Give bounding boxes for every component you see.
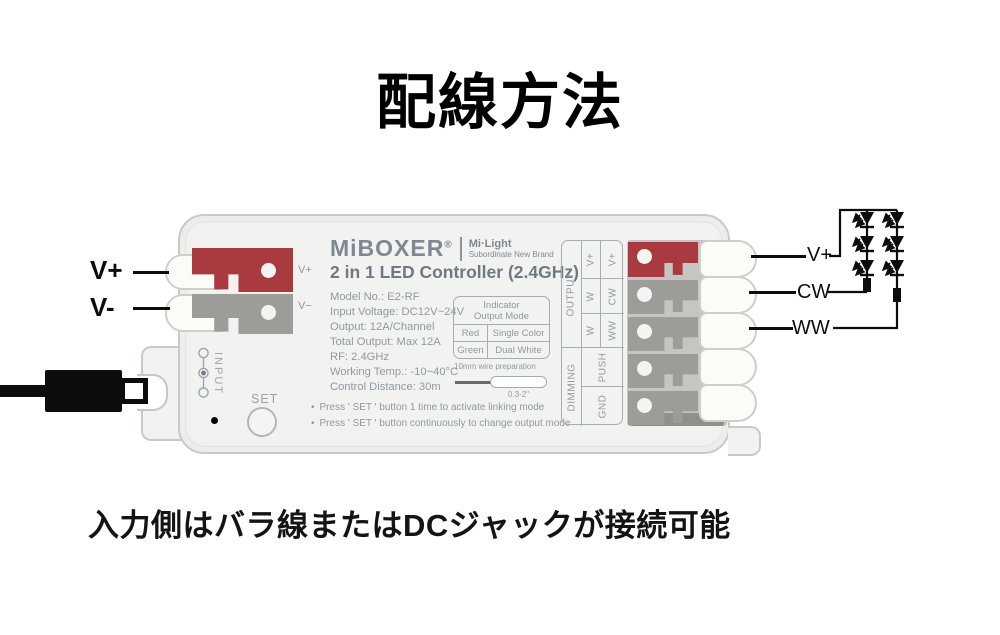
set-button-label: SET [251,392,279,406]
terminal-cell: WW [606,320,618,341]
indicator-row: Red Single Color [454,325,549,341]
output-dimming-panel: OUTPUT DIMMING V+ V+ W CW W WW PUSH GND [561,240,624,426]
indicator-color: Red [454,325,488,341]
output-vplus-wire [751,255,806,258]
terminal-cell: V+ [601,241,624,279]
spec-line: Input Voltage: DC12V~24V [330,306,465,318]
input-vplus-wire [133,271,169,274]
output-ww-wire [749,327,793,330]
note-text: Press ' SET ' button continuously to cha… [319,418,571,429]
indicator-mode-table: Indicator Output Mode Red Single Color G… [453,296,550,359]
wire-prep-insulation [490,376,547,388]
wire-prep-range: 0.3-2" [507,390,530,399]
spec-line: Output: 12A/Channel [330,321,435,333]
note-text: Press ' SET ' button 1 time to activate … [319,402,545,413]
indicator-mode: Single Color [492,327,545,339]
lever-hole [261,263,276,278]
indicator-mode: Dual White [495,344,542,356]
mounting-flange-right [728,426,761,456]
printed-vplus-label: V+ [298,264,312,276]
bullet-icon: • [311,418,315,429]
terminal-cell: W [582,314,601,347]
indicator-header-line1: Indicator [483,299,520,311]
indicator-row: Green Dual White [454,341,549,358]
output-clamp-vplus [699,240,757,278]
spec-list: Model No.: E2-RF Input Voltage: DC12V~24… [330,290,464,395]
lever-hole [637,398,652,413]
lever-hole [261,305,276,320]
spec-line: RF: 2.4GHz [330,351,390,363]
page-title: 配線方法 [376,69,624,136]
note-line: • Press ' SET ' button 1 time to activat… [311,402,544,413]
logo-divider [459,236,462,261]
terminal-cell: CW [601,279,624,314]
lever-hole [637,249,652,264]
output-clamp-gnd [699,384,757,422]
bullet-icon: • [311,402,315,413]
product-name: 2 in 1 LED Controller (2.4GHz) [330,262,579,282]
led-strings-schematic [828,208,904,330]
lever-hole [637,324,652,339]
printed-vminus-label: V− [298,300,312,312]
resistor-ww [893,288,901,302]
spec-line: Total Output: Max 12A [330,336,441,348]
tagline-bottom: Subordinate New Brand [468,250,554,260]
terminal-cell-push: PUSH [582,347,624,387]
spec-line: Working Temp.: -10~40°C [330,366,459,378]
indicator-header-line2: Output Mode [474,310,529,322]
set-button [247,407,277,437]
input-vminus-label: V- [90,292,115,322]
output-clamp-ww [699,312,757,350]
output-clamp-push [699,348,757,386]
input-vminus-wire [133,307,170,310]
brand-tagline: Mi·Light Subordinate New Brand [469,238,554,260]
spec-line: Model No.: E2-RF [330,291,420,303]
indicator-table-header: Indicator Output Mode [454,297,549,325]
output-clamp-cw [699,276,757,314]
dc-plug-tip [120,378,148,404]
output-ww-label: WW [792,317,830,339]
dc-plug-body [45,370,122,412]
caption-text: 入力側はバラ線またはDCジャックが接続可能 [88,508,731,543]
dc-plug-cable [0,385,47,397]
brand-name: MiBOXER® [330,235,453,261]
input-port-label: INPUT [212,352,224,395]
lever-hole [637,361,652,376]
indicator-color: Green [454,342,488,358]
output-vplus-label: V+ [807,244,833,266]
terminal-cell-gnd: GND [597,394,609,419]
note-line: • Press ' SET ' button continuously to c… [311,418,571,429]
tagline-top: Mi·Light [468,237,512,250]
status-led-dot [211,417,218,424]
input-vplus-label: V+ [90,255,123,285]
wire-prep-label: 10mm wire preparation [454,362,536,371]
output-cw-wire [749,291,796,294]
registered-mark: ® [444,239,453,251]
group-dimming: DIMMING [562,347,582,426]
output-cw-label: CW [797,281,831,303]
terminal-cell: V+ [582,241,601,279]
group-output: OUTPUT [562,241,582,347]
terminal-cell: W [582,279,601,314]
wire-prep-stripped-wire [455,381,491,384]
dc-polarity-icon [198,347,209,398]
resistor-cw [863,278,871,292]
lever-hole [637,287,652,302]
brand-logo: MiBOXER® Mi·Light Subordinate New Brand [330,235,554,262]
spec-line: Control Distance: 30m [330,381,441,393]
